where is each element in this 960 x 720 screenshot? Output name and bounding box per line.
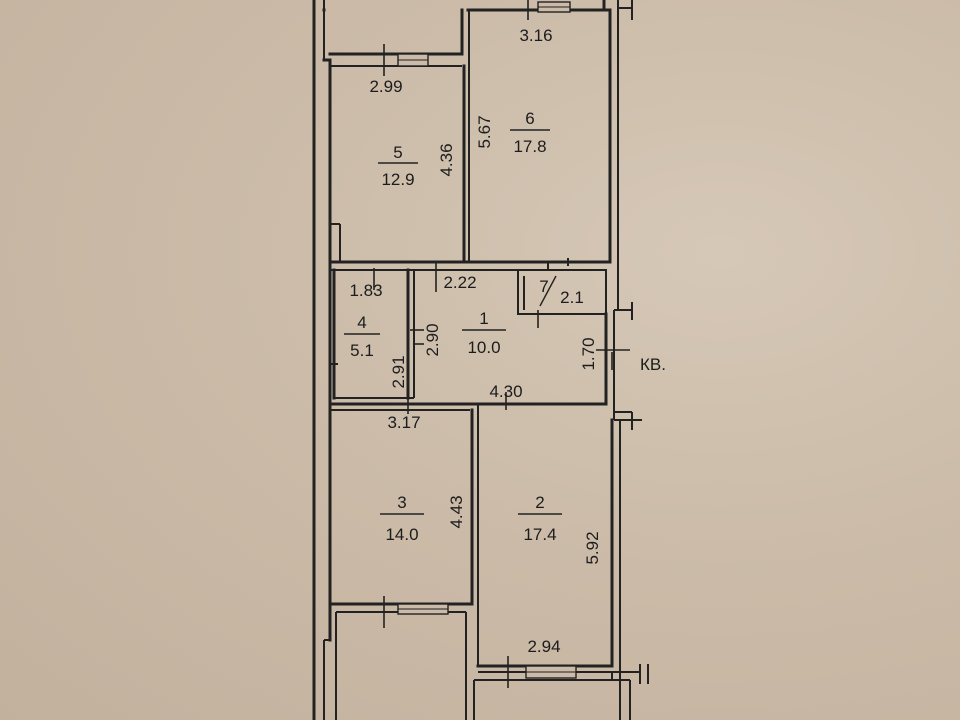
room-1-label: 1 10.0 <box>462 309 506 357</box>
room-area: 10.0 <box>467 338 500 357</box>
room-area: 5.1 <box>350 341 374 360</box>
windows <box>397 1 577 679</box>
dimension-label: 2.94 <box>527 637 560 656</box>
room-number: 4 <box>357 313 366 332</box>
dimension-label: 2.22 <box>443 273 476 292</box>
room-5-label: 5 12.9 <box>378 143 418 189</box>
dimension-label: 2.91 <box>389 355 408 388</box>
room-area: 17.4 <box>523 525 556 544</box>
walls <box>312 0 649 720</box>
dimension-labels: 3.16 2.99 5.67 4.36 1.83 2.22 2.90 2.91 … <box>349 26 666 656</box>
room-number: 7 <box>539 277 548 296</box>
room-area: 14.0 <box>385 525 418 544</box>
room-number: 6 <box>525 109 534 128</box>
dimension-label: 3.16 <box>519 26 552 45</box>
room-number: 1 <box>479 309 488 328</box>
room-number: 5 <box>393 143 402 162</box>
dimension-label: 5.92 <box>583 531 602 564</box>
dimension-label: 4.36 <box>437 143 456 176</box>
dimension-label: 3.17 <box>387 413 420 432</box>
room-labels: 5 12.9 6 17.8 4 5.1 1 10.0 7 <box>344 109 584 544</box>
dimension-label: 4.43 <box>447 495 466 528</box>
dimension-label: 5.67 <box>475 115 494 148</box>
dimension-label: 4.30 <box>489 382 522 401</box>
room-number: 3 <box>397 493 406 512</box>
entrance-label: КВ. <box>640 355 666 374</box>
room-area: 17.8 <box>513 137 546 156</box>
dimension-label: 1.70 <box>579 337 598 370</box>
dimension-label: 2.90 <box>423 323 442 356</box>
dimension-label: 2.99 <box>369 77 402 96</box>
room-area: 12.9 <box>381 170 414 189</box>
room-area: 2.1 <box>560 288 584 307</box>
dimension-label: 1.83 <box>349 281 382 300</box>
room-4-label: 4 5.1 <box>344 313 380 360</box>
room-7-label: 7 2.1 <box>539 275 584 307</box>
room-number: 2 <box>535 493 544 512</box>
room-3-label: 3 14.0 <box>380 493 424 544</box>
dimension-ticks <box>373 0 630 688</box>
room-2-label: 2 17.4 <box>518 493 562 544</box>
room-6-label: 6 17.8 <box>510 109 550 156</box>
